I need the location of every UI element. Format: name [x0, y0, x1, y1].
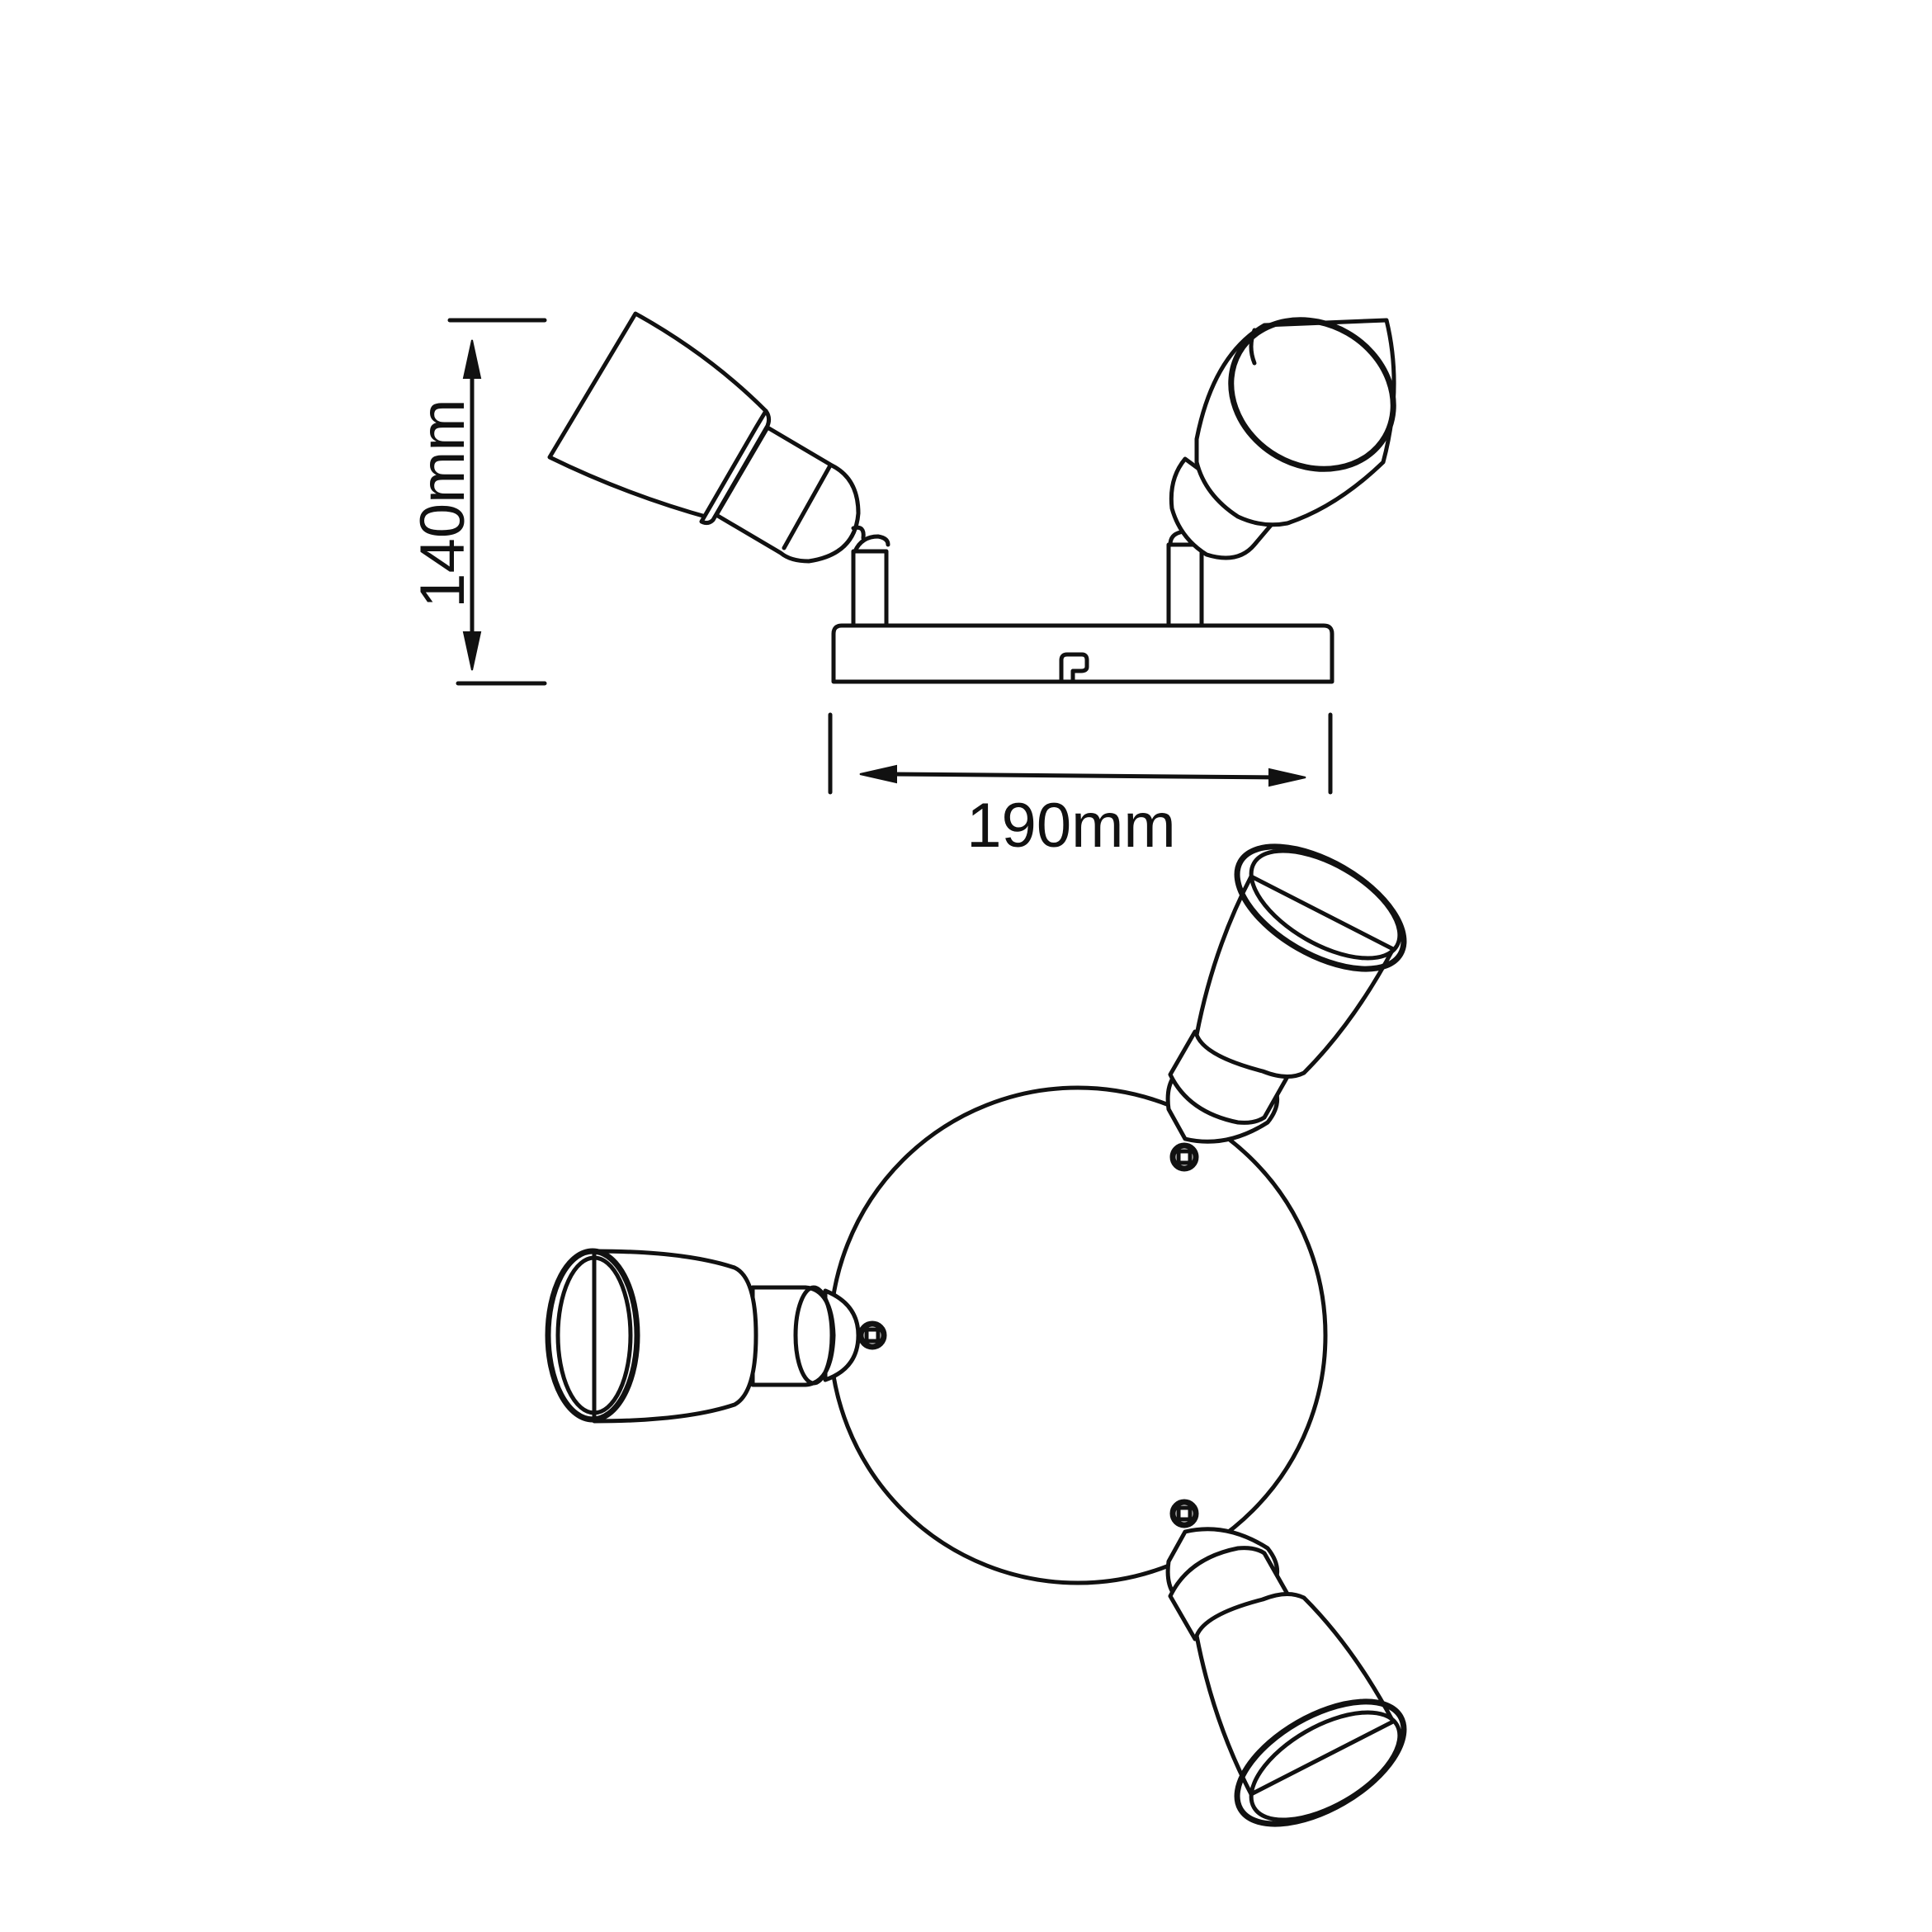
left-stem: [851, 534, 890, 628]
top-view: [545, 843, 1407, 1827]
right-spotlight-side: [1169, 317, 1396, 560]
height-dimension: 140mm: [408, 318, 547, 686]
lower-right-spotlight-top: [1165, 1499, 1407, 1827]
width-label: 190mm: [966, 791, 1175, 861]
left-spotlight-top: [545, 1248, 887, 1424]
width-dimension: 190mm: [828, 712, 1333, 861]
height-label: 140mm: [408, 399, 478, 607]
upper-right-spotlight-top: [1165, 843, 1407, 1172]
left-spotlight-side: [547, 311, 866, 564]
round-base: [828, 1085, 1328, 1585]
base-plate: [831, 623, 1334, 684]
side-view: 140mm 190mm: [408, 311, 1396, 861]
